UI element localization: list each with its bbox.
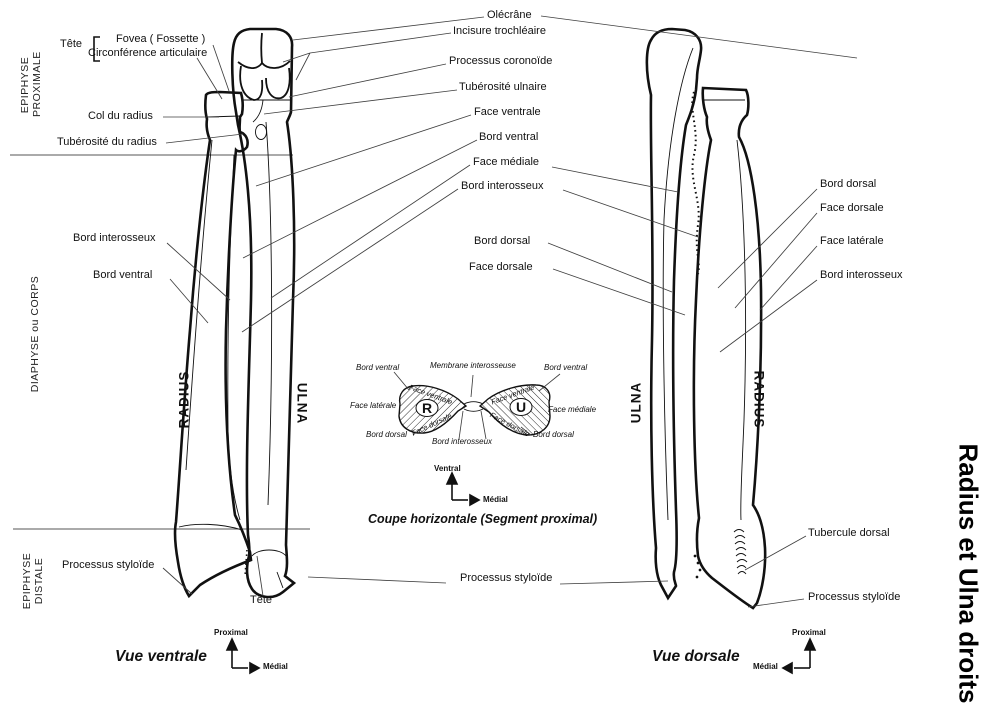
ventral-axis-proximal: Proximal bbox=[214, 628, 248, 637]
view-label-dorsale: Vue dorsale bbox=[652, 648, 740, 665]
interosseous-membrane bbox=[463, 401, 484, 412]
cs-label-membrane-interosseuse: Membrane interosseuse bbox=[430, 361, 516, 370]
label-face-laterale-right: Face latérale bbox=[820, 235, 884, 247]
label-bord-ventral-radius: Bord ventral bbox=[93, 269, 153, 281]
cs-label-face-mediale: Face médiale bbox=[548, 405, 597, 414]
label-col-du-radius: Col du radius bbox=[88, 110, 153, 122]
cs-label-bord-dorsal-left: Bord dorsal bbox=[366, 430, 407, 439]
region-label-diaphyse: DIAPHYSE ou CORPS bbox=[29, 275, 41, 393]
region-label-epiphyse-proximale: EPIPHYSE PROXIMALE bbox=[19, 51, 43, 117]
dorsal-axis-proximal: Proximal bbox=[792, 628, 826, 637]
tete-bracket bbox=[93, 36, 100, 62]
cs-axis-ventral: Ventral bbox=[434, 464, 461, 473]
cs-label-bord-interosseux: Bord interosseux bbox=[432, 437, 493, 446]
label-bord-interosseux-radius: Bord interosseux bbox=[73, 232, 156, 244]
label-face-ventrale: Face ventrale bbox=[474, 106, 541, 118]
dorsal-axes-arrows bbox=[781, 637, 817, 675]
ventral-axes-arrows bbox=[225, 637, 261, 675]
dorsal-radius-bone bbox=[692, 86, 767, 610]
label-face-dorsale-mid: Face dorsale bbox=[469, 261, 533, 273]
bone-name-ulna-ventral: ULNA bbox=[294, 382, 310, 425]
cs-label-bord-ventral-right: Bord ventral bbox=[544, 363, 588, 372]
label-tuberosite-du-radius: Tubérosité du radius bbox=[57, 136, 157, 148]
cs-label-bord-ventral-left: Bord ventral bbox=[356, 363, 400, 372]
label-fovea: Fovea ( Fossette ) bbox=[116, 33, 206, 45]
label-processus-styloide-ventral: Processus styloïde bbox=[62, 559, 155, 571]
label-tete-distale: Tête bbox=[250, 594, 273, 606]
label-processus-styloide-center: Processus styloïde bbox=[460, 572, 553, 584]
label-tuberosite-ulnaire: Tubérosité ulnaire bbox=[459, 81, 547, 93]
cross-section-axes-arrows bbox=[445, 471, 481, 507]
cs-axis-medial: Médial bbox=[483, 495, 508, 504]
region-divider-lines bbox=[10, 154, 310, 530]
label-tete-proximale: Tête bbox=[60, 38, 83, 50]
dorsal-axis-medial: Médial bbox=[753, 662, 778, 671]
bone-name-radius-dorsal: RADIUS bbox=[751, 370, 767, 429]
cross-section-figure bbox=[398, 384, 551, 436]
label-processus-coronoide: Processus coronoïde bbox=[449, 55, 553, 67]
label-bord-dorsal-right: Bord dorsal bbox=[820, 178, 877, 190]
label-incisure-trochleaire: Incisure trochléaire bbox=[453, 25, 546, 37]
cs-letter-radius: R bbox=[422, 400, 433, 416]
cs-letter-ulna: U bbox=[516, 399, 527, 415]
dorsal-tubercle-chevrons bbox=[733, 529, 748, 575]
label-face-mediale: Face médiale bbox=[473, 156, 540, 168]
ventral-ulna-bone bbox=[230, 27, 297, 599]
label-bord-ventral: Bord ventral bbox=[479, 131, 539, 143]
ventral-radius-bone bbox=[173, 90, 290, 599]
page-title: Radius et Ulna droits bbox=[953, 443, 984, 704]
bone-name-ulna-dorsal: ULNA bbox=[628, 381, 644, 424]
dorsal-ulna-bone bbox=[645, 27, 703, 601]
bone-name-radius-ventral: RADIUS bbox=[176, 370, 192, 429]
ventral-axis-medial: Médial bbox=[263, 662, 288, 671]
cs-label-face-laterale: Face latérale bbox=[350, 401, 397, 410]
label-face-dorsale-right: Face dorsale bbox=[820, 202, 884, 214]
region-label-epiphyse-distale: EPIPHYSE DISTALE bbox=[21, 552, 45, 610]
cross-section-caption: Coupe horizontale (Segment proximal) bbox=[368, 512, 598, 526]
label-bord-interosseux-right: Bord interosseux bbox=[820, 269, 903, 281]
label-olecrane: Olécrâne bbox=[487, 9, 532, 21]
view-label-ventrale: Vue ventrale bbox=[115, 648, 207, 665]
label-processus-styloide-dorsal: Processus styloïde bbox=[808, 591, 901, 603]
label-tubercule-dorsal: Tubercule dorsal bbox=[808, 527, 890, 539]
cs-label-bord-dorsal-right: Bord dorsal bbox=[533, 430, 574, 439]
label-circonference-articulaire: Circonférence articulaire bbox=[88, 47, 208, 59]
leader-lines bbox=[162, 15, 858, 608]
label-bord-interosseux-ulna: Bord interosseux bbox=[461, 180, 544, 192]
label-bord-dorsal-mid: Bord dorsal bbox=[474, 235, 531, 247]
